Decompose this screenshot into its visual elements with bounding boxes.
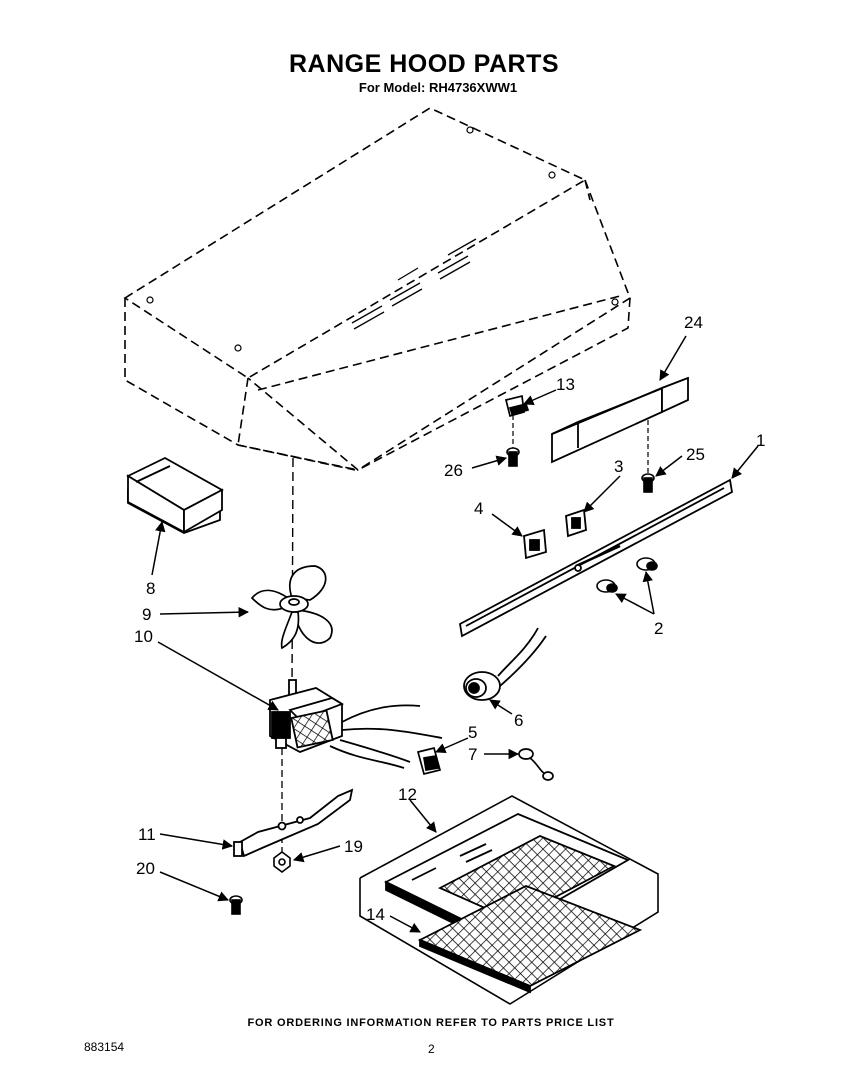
assembly-centerline [291,457,294,689]
screw-25 [641,473,655,493]
switch-knob-4 [523,528,547,560]
callout-7: 7 [468,745,477,764]
callout-19: 19 [344,837,363,856]
lamp-socket [463,627,547,701]
callout-10: 10 [134,627,153,646]
nut [273,851,291,873]
wire-connector [518,748,554,781]
callout-12: 12 [398,785,417,804]
blower-motor [269,679,443,769]
callout-5: 5 [468,723,477,742]
callout-1: 1 [756,431,765,450]
callout-13: 13 [556,375,575,394]
callout-20: 20 [136,859,155,878]
ordering-info-note: FOR ORDERING INFORMATION REFER TO PARTS … [247,1017,615,1029]
light-lens-cover [126,456,224,534]
charcoal-filter [417,885,643,994]
filter-kit-outline [359,795,659,1005]
callout-25: 25 [686,445,705,464]
switch-2a [636,557,658,571]
switch-panel [459,478,733,638]
receptacle-clip [416,746,442,776]
clip [504,394,530,418]
hood-warning-labels [351,238,477,330]
callout-4: 4 [474,499,483,518]
switch-knob-3 [565,508,587,538]
callout-24: 24 [684,313,703,332]
leader-lines [151,335,759,933]
callout-9: 9 [142,605,151,624]
document-number: 883154 [84,1040,125,1054]
callout-3: 3 [614,457,623,476]
callout-26: 26 [444,461,463,480]
control-trim [551,376,689,464]
screw-26 [506,447,520,467]
callout-8: 8 [146,579,155,598]
hood-housing [123,107,631,471]
motor-bracket [233,788,354,858]
hood-holes [146,126,619,352]
page-number: 2 [428,1042,435,1056]
model-subtitle: For Model: RH4736XWW1 [358,80,518,95]
switch-2b [596,579,618,593]
callout-6: 6 [514,711,523,730]
callout-14: 14 [366,905,385,924]
callout-11: 11 [138,825,156,844]
page-title: RANGE HOOD PARTS [288,50,560,78]
fan-blade [250,565,333,650]
callout-2: 2 [654,619,663,638]
screw-20 [229,895,243,915]
